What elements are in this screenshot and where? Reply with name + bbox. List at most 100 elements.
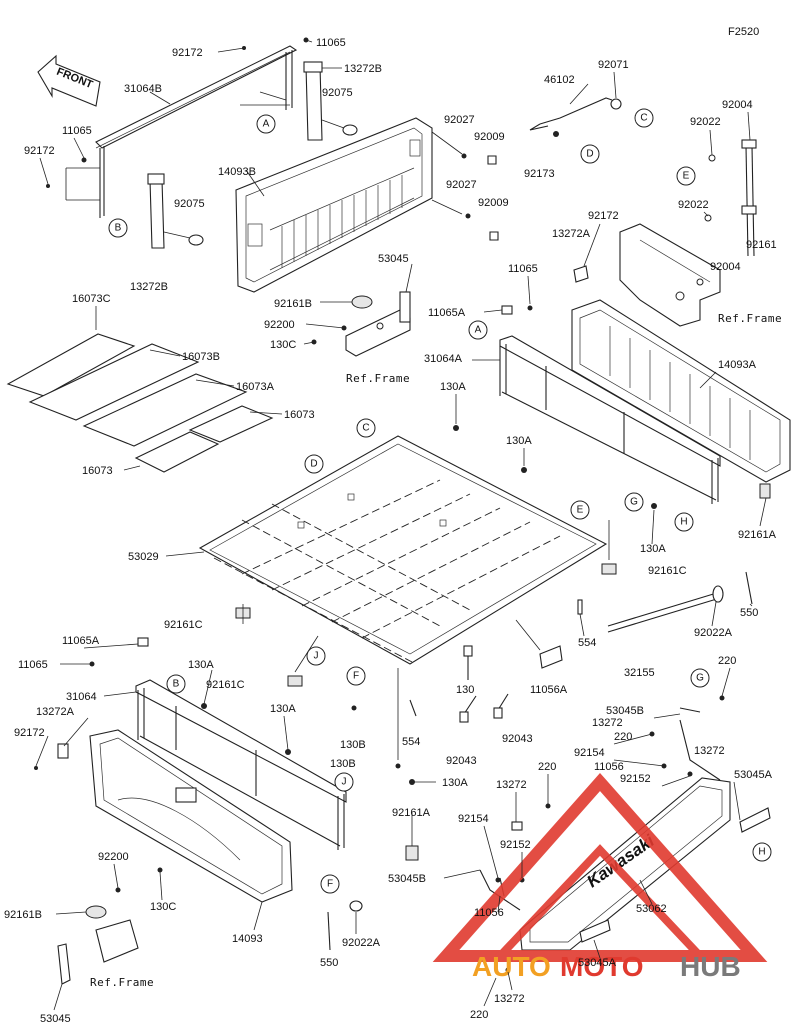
- svg-text:B: B: [173, 679, 180, 690]
- svg-text:92161A: 92161A: [392, 807, 431, 819]
- pad-92161c-2: [287, 675, 303, 687]
- leader-lines: [35, 39, 767, 1011]
- svg-text:53045A: 53045A: [734, 769, 773, 781]
- svg-text:E: E: [577, 505, 584, 516]
- svg-text:92071: 92071: [598, 59, 629, 71]
- svg-text:A: A: [263, 119, 270, 130]
- ref-frame-bracket-center: [311, 291, 411, 357]
- svg-text:550: 550: [740, 607, 758, 619]
- part-labels: 92172 11065 13272 B 31064B 92075 11065 92…: [4, 37, 782, 1025]
- watermark-brand-part2: MOTO: [560, 951, 643, 982]
- svg-text:92009: 92009: [474, 131, 505, 143]
- frame-31064: [135, 679, 347, 850]
- ref-frame-bracket-left: [57, 867, 163, 985]
- callout-g-2: G: [690, 668, 710, 688]
- callout-j-1: J: [306, 646, 326, 666]
- callout-d-1: D: [580, 144, 600, 164]
- pad-92161c-3: [601, 563, 617, 575]
- svg-text:130A: 130A: [506, 435, 532, 447]
- svg-text:53045B: 53045B: [606, 705, 644, 717]
- callout-c-1: C: [634, 108, 654, 128]
- svg-text:G: G: [696, 673, 704, 684]
- svg-text:92172: 92172: [14, 727, 45, 739]
- svg-text:554: 554: [578, 637, 596, 649]
- svg-text:92173: 92173: [524, 168, 555, 180]
- svg-text:14093A: 14093A: [718, 359, 757, 371]
- svg-text:92154: 92154: [574, 747, 605, 759]
- svg-text:92152: 92152: [620, 773, 651, 785]
- svg-text:J: J: [342, 777, 347, 788]
- svg-text:14093: 14093: [232, 933, 263, 945]
- callout-h-2: H: [752, 842, 772, 862]
- watermark-brand-part1: AUTO: [472, 951, 551, 982]
- svg-text:11065: 11065: [508, 263, 538, 275]
- svg-text:92172: 92172: [588, 210, 619, 222]
- svg-text:16073B: 16073B: [182, 351, 220, 363]
- svg-text:92022: 92022: [690, 116, 721, 128]
- svg-text:11056: 11056: [474, 907, 504, 919]
- pins-92043: [459, 693, 509, 723]
- cap-92075-upper: [342, 124, 358, 136]
- svg-text:92172: 92172: [172, 47, 203, 59]
- svg-text:130A: 130A: [440, 381, 466, 393]
- svg-text:92027: 92027: [446, 179, 477, 191]
- svg-text:554: 554: [402, 736, 420, 748]
- front-arrow-icon: FRONT: [37, 54, 101, 107]
- bed-mats: [6, 333, 274, 473]
- svg-text:11065: 11065: [62, 125, 92, 137]
- svg-text:16073C: 16073C: [72, 293, 111, 305]
- svg-text:92075: 92075: [174, 198, 205, 210]
- svg-text:D: D: [586, 149, 593, 160]
- frame-31064a: [499, 335, 721, 504]
- svg-text:92161C: 92161C: [206, 679, 245, 691]
- watermark-brand-part3: HUB: [680, 951, 741, 982]
- callout-g-1: G: [624, 492, 644, 512]
- watermark-logo: [432, 772, 768, 962]
- svg-text:220: 220: [470, 1009, 488, 1021]
- svg-text:92161C: 92161C: [164, 619, 203, 631]
- callout-j-2: J: [334, 772, 354, 792]
- callout-d-2: D: [304, 454, 324, 474]
- svg-text:D: D: [310, 459, 317, 470]
- callout-b-2: B: [166, 674, 186, 694]
- callout-a-1: A: [256, 114, 276, 134]
- svg-text:53045B: 53045B: [388, 873, 426, 885]
- svg-text:13272: 13272: [494, 993, 525, 1005]
- front-panel-14093b: [235, 117, 433, 293]
- svg-text:220: 220: [538, 761, 556, 773]
- svg-text:92161B: 92161B: [4, 909, 42, 921]
- svg-text:220: 220: [718, 655, 736, 667]
- svg-text:92161A: 92161A: [738, 529, 777, 541]
- bracket-13272b-lower: [147, 173, 165, 249]
- svg-text:14093B: 14093B: [218, 166, 256, 178]
- svg-text:16073: 16073: [284, 409, 315, 421]
- svg-text:130C: 130C: [150, 901, 176, 913]
- svg-text:31064B: 31064B: [124, 83, 162, 95]
- svg-text:130A: 130A: [188, 659, 214, 671]
- svg-text:H: H: [680, 517, 687, 528]
- svg-text:92161: 92161: [746, 239, 777, 251]
- svg-text:92022A: 92022A: [694, 627, 733, 639]
- ref-frame-bracket-right: [573, 223, 721, 327]
- bracket-13272b-upper: [303, 61, 323, 141]
- callout-c-2: C: [356, 418, 376, 438]
- tailgate: Kawasaki: [519, 777, 771, 951]
- svg-text:13272: 13272: [694, 745, 725, 757]
- callout-e-1: E: [676, 166, 696, 186]
- svg-text:92200: 92200: [98, 851, 129, 863]
- svg-text:92009: 92009: [478, 197, 509, 209]
- svg-text:130C: 130C: [270, 339, 296, 351]
- svg-text:13272: 13272: [592, 717, 623, 729]
- svg-text:53045: 53045: [40, 1013, 71, 1025]
- svg-text:16073: 16073: [82, 465, 113, 477]
- svg-text:G: G: [630, 497, 638, 508]
- svg-text:32155: 32155: [624, 667, 655, 679]
- svg-text:Ref.Frame: Ref.Frame: [90, 976, 154, 989]
- svg-text:92027: 92027: [444, 114, 475, 126]
- svg-text:92043: 92043: [502, 733, 533, 745]
- svg-text:J: J: [314, 651, 319, 662]
- svg-text:92200: 92200: [264, 319, 295, 331]
- svg-text:13272A: 13272A: [36, 706, 75, 718]
- svg-text:F: F: [353, 671, 359, 682]
- svg-text:53062: 53062: [636, 903, 667, 915]
